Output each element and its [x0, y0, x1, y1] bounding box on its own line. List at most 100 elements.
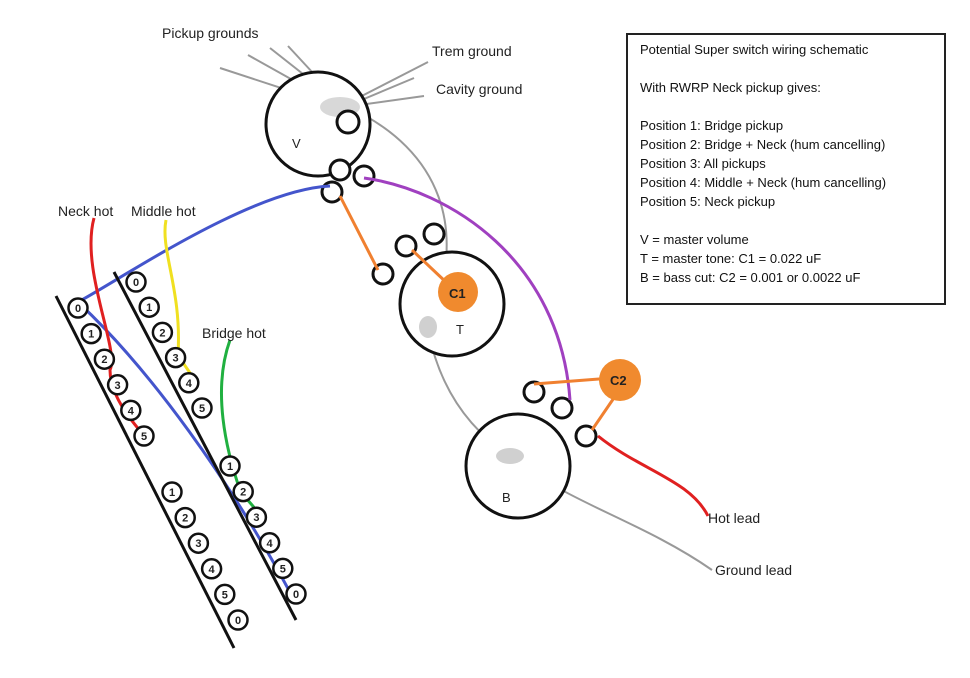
hot-lead-label: Hot lead: [708, 510, 760, 526]
switch-deck-2-lower-lugs: 1 2 3 4 5 0: [219, 455, 307, 605]
volume-pot: V: [264, 70, 376, 204]
switch-lug: [285, 583, 307, 605]
switch-lug-number: 1: [146, 302, 152, 314]
volume-lug: [352, 164, 376, 188]
switch-lug: [200, 558, 223, 580]
switch-lug-number: 1: [169, 487, 175, 499]
switch-lug-number: 5: [280, 563, 286, 575]
bass-pot-label: B: [502, 490, 511, 505]
orange-wire-tone-c1: [410, 248, 450, 286]
bass-pot: B: [464, 380, 598, 520]
switch-lug-number: 4: [128, 405, 135, 417]
position-item: Position 3: All pickups: [640, 156, 766, 171]
purple-wire: [363, 176, 572, 401]
switch-lug: [120, 399, 142, 422]
switch-lug: [191, 397, 213, 419]
switch-lug: [178, 372, 200, 394]
switch-lug-number: 2: [159, 327, 165, 339]
orange-wire-bass-c2: [533, 376, 613, 386]
volume-lug: [335, 109, 361, 135]
middle-hot-label: Middle hot: [131, 203, 196, 219]
switch-lug-number: 0: [293, 589, 299, 601]
tone-lug: [394, 234, 418, 258]
switch-lug: [219, 455, 241, 477]
switch-lug-number: 3: [253, 512, 259, 524]
switch-lug-number: 4: [186, 378, 193, 390]
bridge-hot-label: Bridge hot: [202, 325, 266, 341]
switch-lug: [164, 346, 187, 369]
switch-lug-number: 3: [195, 538, 201, 550]
info-box: Potential Super switch wiring schematic …: [626, 33, 946, 305]
position-item: Position 2: Bridge + Neck (hum cancellin…: [640, 137, 886, 152]
switch-lug-number: 5: [222, 589, 228, 601]
pickup-grounds-label: Pickup grounds: [162, 25, 259, 41]
ground-lead-label: Ground lead: [715, 562, 792, 578]
switch-lug-number: 4: [209, 564, 216, 576]
solder-blob: [419, 316, 437, 338]
bass-lug: [522, 380, 546, 404]
orange-wire-volume-tone: [338, 195, 380, 271]
switch-lug-number: 3: [115, 380, 121, 392]
legend-item: V = master volume: [640, 232, 749, 247]
switch-lug: [245, 506, 268, 528]
switch-lug: [232, 480, 254, 503]
switch-lug-number: 2: [101, 354, 107, 366]
switch-lug: [272, 557, 294, 580]
hot-lead-wire: [597, 434, 710, 517]
position-item: Position 1: Bridge pickup: [640, 118, 784, 133]
solder-blob: [496, 448, 524, 464]
switch-lug-number: 2: [240, 487, 246, 499]
switch-lug: [227, 609, 249, 631]
legend-item: B = bass cut: C2 = 0.001 or 0.0022 uF: [640, 270, 861, 285]
blue-wire-volume: [77, 184, 331, 304]
bass-lug: [574, 424, 598, 448]
c1-label: C1: [449, 286, 466, 301]
switch-lug-number: 4: [267, 538, 274, 550]
switch-lug-number: 0: [235, 615, 241, 627]
switch-deck-1-lower-lugs: 1 2 3 4 5 0: [161, 481, 249, 631]
switch-lug-number: 5: [199, 403, 205, 415]
switch-lug: [151, 321, 174, 344]
trem-ground-label: Trem ground: [432, 43, 512, 59]
capacitor-c2: C2: [599, 359, 641, 401]
switch-lug: [187, 532, 210, 554]
super-switch: [54, 271, 298, 649]
switch-deck-2-edge: [112, 271, 298, 621]
legend-item: T = master tone: C1 = 0.022 uF: [640, 251, 822, 266]
volume-lug: [328, 158, 352, 182]
position-item: Position 5: Neck pickup: [640, 194, 776, 209]
switch-lug: [106, 374, 129, 396]
switch-lug: [258, 532, 281, 554]
switch-deck-2-upper-lugs: 0 1 2 3 4 5: [125, 271, 213, 419]
switch-lug: [67, 297, 89, 319]
switch-lug-number: 2: [182, 513, 188, 525]
switch-lug: [80, 322, 102, 345]
switch-lug-number: 1: [88, 329, 94, 341]
switch-lug: [161, 481, 183, 503]
switch-lug: [125, 271, 147, 293]
tone-pot-label: T: [456, 322, 464, 337]
info-title: Potential Super switch wiring schematic: [640, 42, 869, 57]
volume-pot-label: V: [292, 136, 301, 151]
tone-lug: [422, 222, 446, 246]
capacitor-c1: C1: [438, 272, 478, 312]
bass-lug: [550, 396, 574, 420]
switch-lug-number: 3: [173, 353, 179, 365]
switch-deck-1-edge: [54, 295, 236, 649]
switch-lug: [133, 425, 155, 447]
neck-hot-label: Neck hot: [58, 203, 113, 219]
c2-label: C2: [610, 373, 627, 388]
switch-lug: [174, 506, 196, 529]
switch-lug: [138, 296, 160, 318]
switch-lug: [93, 348, 116, 370]
switch-lug: [214, 583, 236, 606]
info-subtitle: With RWRP Neck pickup gives:: [640, 80, 821, 95]
switch-lug-number: 0: [133, 277, 139, 289]
cavity-ground-label: Cavity ground: [436, 81, 522, 97]
switch-lug-number: 1: [227, 461, 233, 473]
position-item: Position 4: Middle + Neck (hum cancellin…: [640, 175, 887, 190]
switch-lug-number: 5: [141, 431, 147, 443]
